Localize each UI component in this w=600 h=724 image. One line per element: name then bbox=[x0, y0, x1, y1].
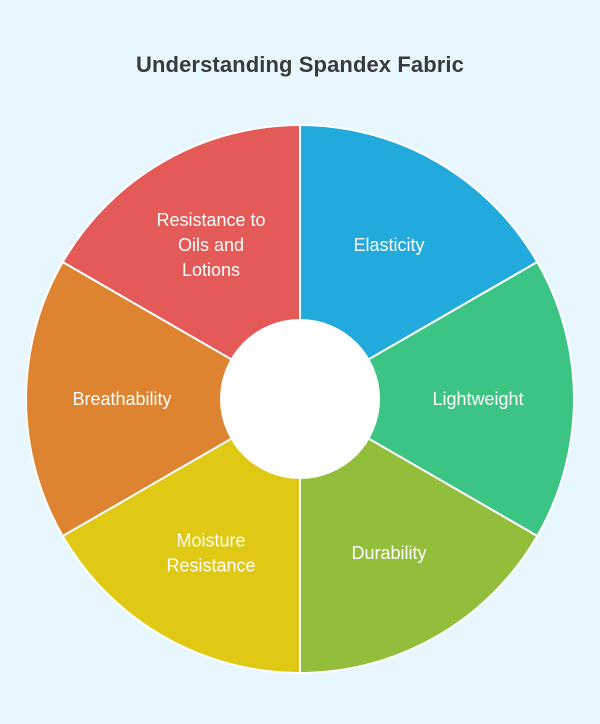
segment-label-breathability: Breathability bbox=[72, 389, 171, 409]
segment-label-line: Lotions bbox=[182, 260, 240, 280]
segment-label-line: Oils and bbox=[178, 235, 244, 255]
segment-label-line: Resistance bbox=[166, 556, 255, 576]
segment-label-line: Lightweight bbox=[432, 389, 523, 409]
segment-label-line: Moisture bbox=[176, 531, 245, 551]
segment-label-line: Durability bbox=[351, 543, 426, 563]
segment-lightweight bbox=[297, 260, 575, 538]
segment-elasticity bbox=[299, 123, 539, 401]
segment-label-line: Breathability bbox=[72, 389, 171, 409]
segment-label-durability: Durability bbox=[351, 543, 426, 563]
segment-label-elasticity: Elasticity bbox=[353, 235, 424, 255]
segment-moisture-resistance bbox=[61, 397, 301, 675]
center-hole bbox=[220, 319, 380, 479]
diagram-title: Understanding Spandex Fabric bbox=[136, 52, 464, 77]
segment-label-line: Resistance to bbox=[156, 210, 265, 230]
segment-breathability bbox=[25, 260, 303, 538]
segment-label-lightweight: Lightweight bbox=[432, 389, 523, 409]
segment-resistance-to-oils-and-lotions bbox=[61, 123, 301, 401]
segment-label-line: Elasticity bbox=[353, 235, 424, 255]
segment-durability bbox=[299, 397, 539, 675]
